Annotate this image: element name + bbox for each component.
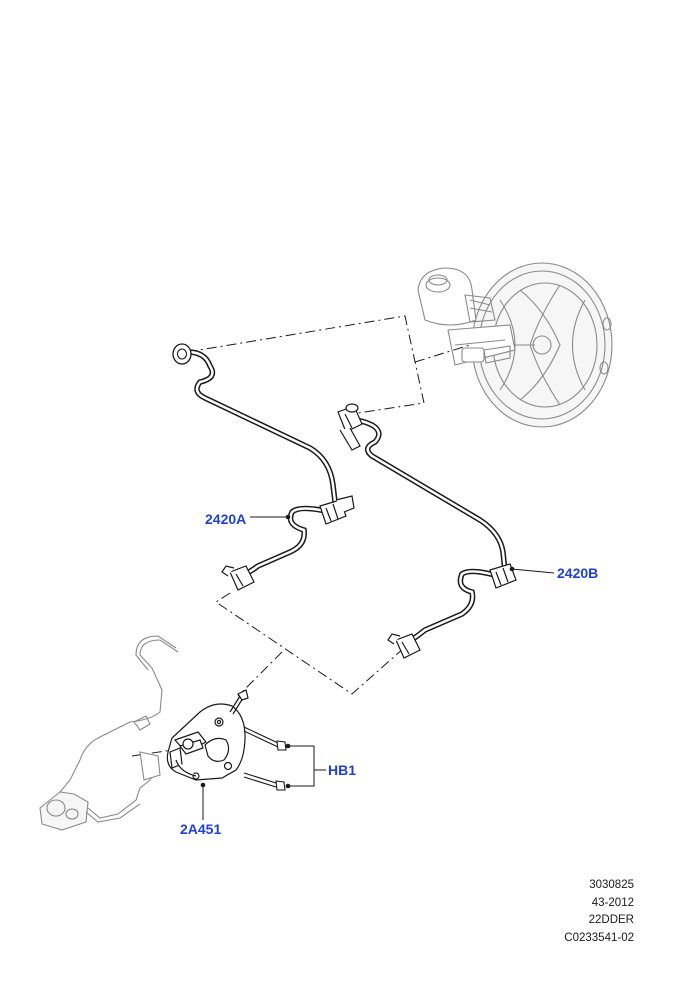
reference-code-2: 43-2012 bbox=[591, 896, 634, 909]
vacuum-pipe-2420b bbox=[337, 403, 517, 659]
callout-2a451: 2A451 bbox=[180, 821, 221, 837]
bolts-hb1 bbox=[243, 726, 287, 791]
callout-2420b: 2420B bbox=[557, 565, 598, 581]
engine-harness-context bbox=[39, 635, 179, 831]
callout-2420a: 2420A bbox=[205, 511, 246, 527]
leader-dots bbox=[200, 514, 515, 789]
callout-hb1: HB1 bbox=[328, 762, 356, 778]
vacuum-pipe-2420a bbox=[172, 343, 355, 591]
leader-lines bbox=[202, 516, 555, 820]
reference-code-3: 22DDER bbox=[588, 914, 634, 926]
assembly-guide-lines bbox=[131, 315, 471, 757]
brake-booster-assembly bbox=[417, 262, 613, 428]
vacuum-pump-2a451 bbox=[166, 689, 249, 781]
reference-code-1: 3030825 bbox=[589, 879, 634, 891]
reference-code-4: C0233541-02 bbox=[564, 931, 634, 944]
